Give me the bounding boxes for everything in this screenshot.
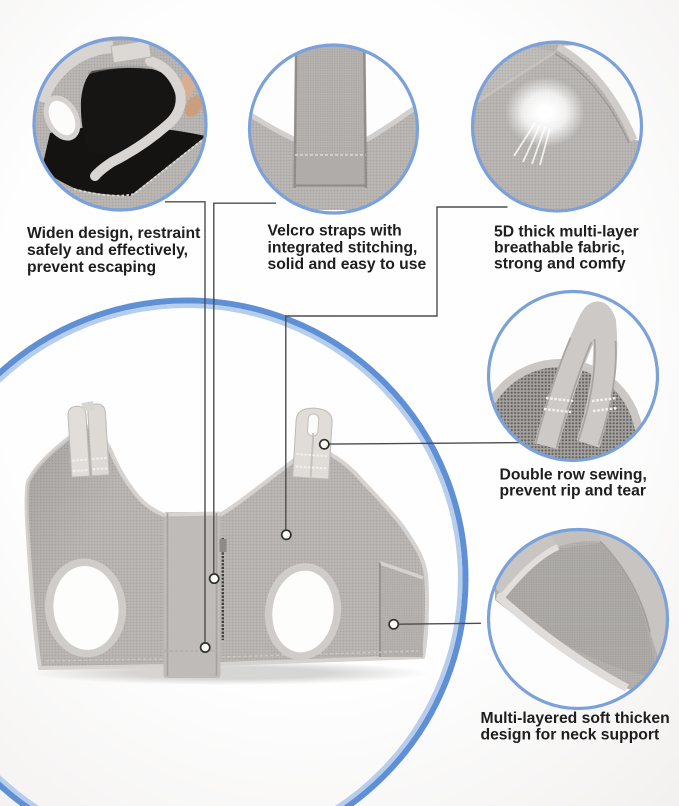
svg-text:design for neck support: design for neck support <box>481 727 660 744</box>
svg-text:Multi-layered soft thicken: Multi-layered soft thicken <box>481 710 670 727</box>
svg-text:solid and easy to use: solid and easy to use <box>268 256 427 273</box>
svg-text:strong and comfy: strong and comfy <box>494 256 626 273</box>
svg-text:Widen design, restraint: Widen design, restraint <box>27 225 201 242</box>
svg-text:5D thick multi-layer: 5D thick multi-layer <box>494 224 639 241</box>
svg-text:safely and effectively,: safely and effectively, <box>27 242 188 259</box>
svg-text:Double row sewing,: Double row sewing, <box>500 467 647 484</box>
svg-text:integrated stitching,: integrated stitching, <box>268 240 418 257</box>
svg-text:Velcro straps with: Velcro straps with <box>268 223 402 240</box>
svg-text:breathable fabric,: breathable fabric, <box>494 240 625 257</box>
svg-text:prevent rip and tear: prevent rip and tear <box>500 483 646 500</box>
svg-text:prevent escaping: prevent escaping <box>27 259 156 276</box>
